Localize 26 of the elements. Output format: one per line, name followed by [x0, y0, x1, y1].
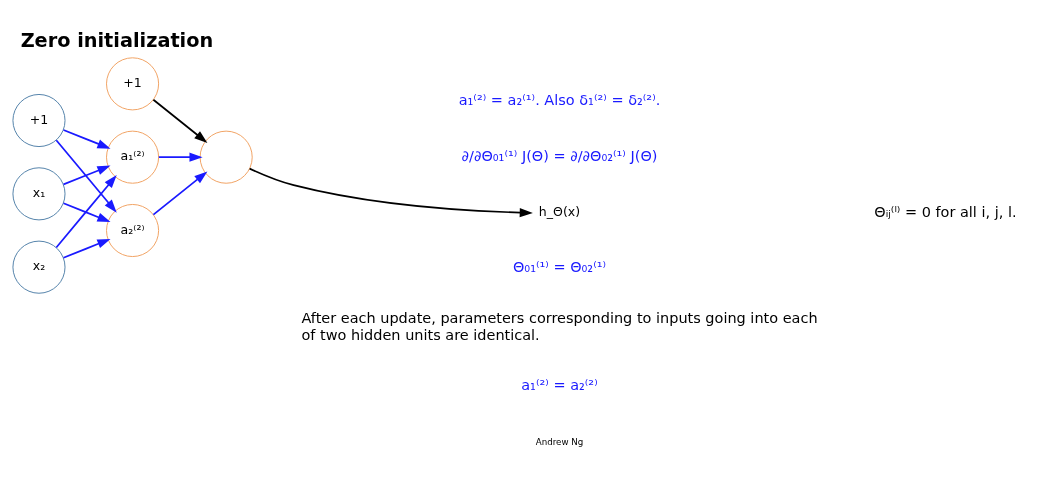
node-text: h_Θ(x): [538, 203, 581, 219]
label: After each update, parameters corresponding to inputs going into each of two hidden units are identical.: [301, 309, 818, 343]
arrow: [62, 201, 111, 222]
node-circle: a₂⁽²⁾: [106, 203, 160, 257]
label: ∂/∂Θ₀₁⁽¹⁾ J(Θ) = ∂/∂Θ₀₂⁽¹⁾ J(Θ): [461, 147, 658, 164]
arrow: [55, 174, 117, 248]
node-circle: +1: [106, 56, 160, 110]
label: a₁⁽²⁾ = a₂⁽¹⁾. Also δ₁⁽²⁾ = δ₂⁽²⁾.: [458, 91, 661, 108]
node-circle: x₁: [12, 166, 66, 220]
arrow: [62, 165, 111, 185]
node-circle: [199, 130, 253, 184]
arrow: [55, 138, 117, 213]
arrow: [248, 167, 533, 217]
diagram-title: Zero initialization: [20, 28, 214, 52]
arrow: [62, 238, 111, 259]
label: a₁⁽²⁾ = a₂⁽²⁾: [521, 376, 598, 393]
node-circle: x₂: [12, 240, 66, 294]
arrow: [152, 170, 208, 215]
label: Θ₀₁⁽¹⁾ = Θ₀₂⁽¹⁾: [512, 258, 607, 275]
arrow: [157, 152, 203, 162]
label: Andrew Ng: [535, 436, 584, 447]
label: Θᵢⱼ⁽ˡ⁾ = 0 for all i, j, l.: [874, 203, 1017, 220]
arrow: [62, 128, 111, 149]
arrow: [152, 98, 208, 143]
node-circle: +1: [12, 93, 66, 147]
node-circle: a₁⁽²⁾: [106, 130, 160, 184]
